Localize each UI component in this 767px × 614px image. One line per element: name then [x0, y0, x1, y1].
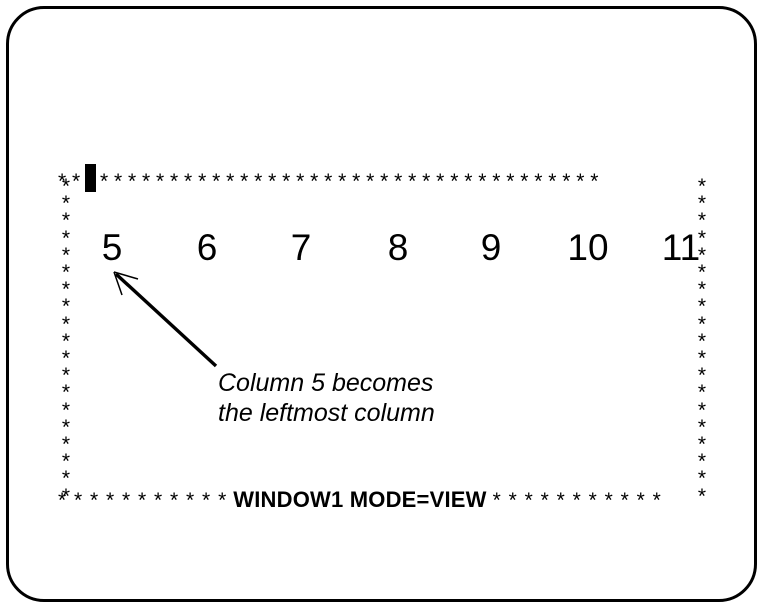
- terminal-right-border: * * * * * * * * * * * * * * * * * * *: [697, 175, 707, 508]
- callout-arrow-icon: [113, 271, 218, 368]
- status-right-asterisks: * * * * * * * * * * *: [492, 489, 662, 512]
- column-number-7: 7: [290, 227, 312, 268]
- terminal-left-border: * * * * * * * * * * * * * * * * * * *: [61, 175, 71, 508]
- terminal-screen: * * * * * * * * * * * * * * * * * * * * …: [58, 164, 710, 514]
- status-left-asterisks: * * * * * * * * * * *: [58, 489, 228, 512]
- terminal-top-border: * * * * * * * * * * * * * * * * * * * * …: [58, 170, 599, 193]
- column-number-9: 9: [480, 227, 502, 268]
- annotation-line-2: the leftmost column: [218, 399, 435, 427]
- column-number-6: 6: [196, 227, 218, 268]
- annotation-line-1: Column 5 becomes: [218, 369, 434, 397]
- annotation-text: Column 5 becomes the leftmost column: [218, 368, 435, 428]
- status-bar-text: WINDOW1 MODE=VIEW: [233, 487, 487, 512]
- column-number-row: 5 6 7 8 9 10 11: [58, 226, 710, 270]
- block-cursor[interactable]: [85, 164, 96, 192]
- device-frame: [6, 6, 757, 602]
- column-number-11: 11: [661, 227, 701, 268]
- column-number-8: 8: [387, 227, 409, 268]
- column-number-5: 5: [101, 227, 123, 268]
- terminal-status-bar: * * * * * * * * * * *WINDOW1 MODE=VIEW* …: [58, 486, 710, 514]
- column-number-10: 10: [567, 227, 609, 268]
